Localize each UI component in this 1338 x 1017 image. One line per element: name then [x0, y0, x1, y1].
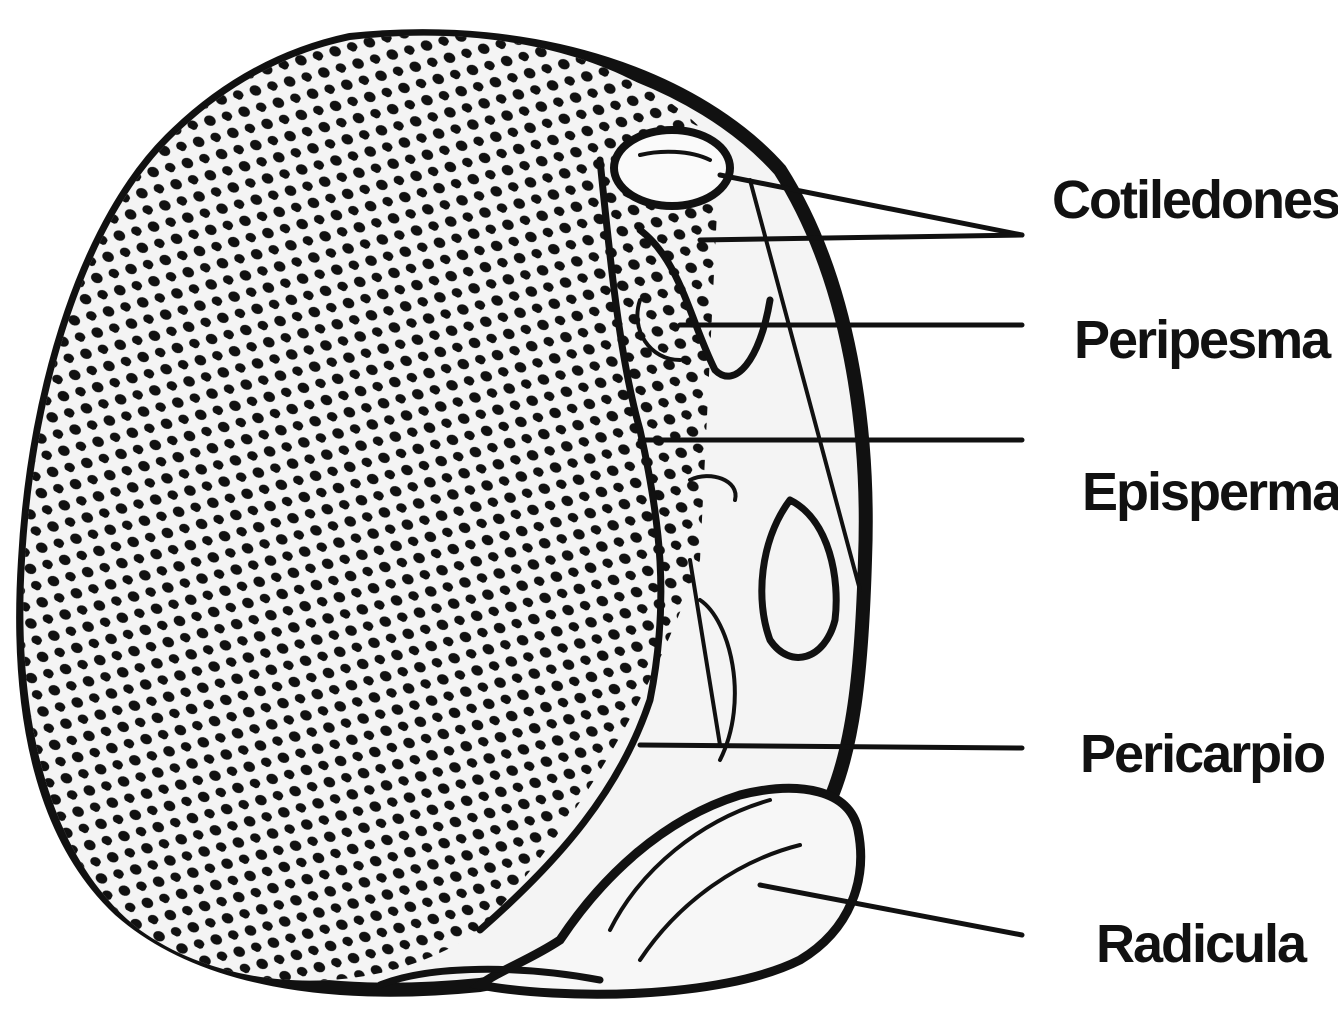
label-pericarpio: Pericarpio	[1080, 724, 1324, 784]
cotyledon-cap	[614, 130, 730, 206]
label-peripesma: Peripesma	[1074, 310, 1332, 370]
label-episperma: Episperma	[1082, 462, 1338, 522]
label-radicula: Radicula	[1096, 914, 1308, 974]
label-cotiledones: Cotiledones	[1052, 170, 1338, 230]
